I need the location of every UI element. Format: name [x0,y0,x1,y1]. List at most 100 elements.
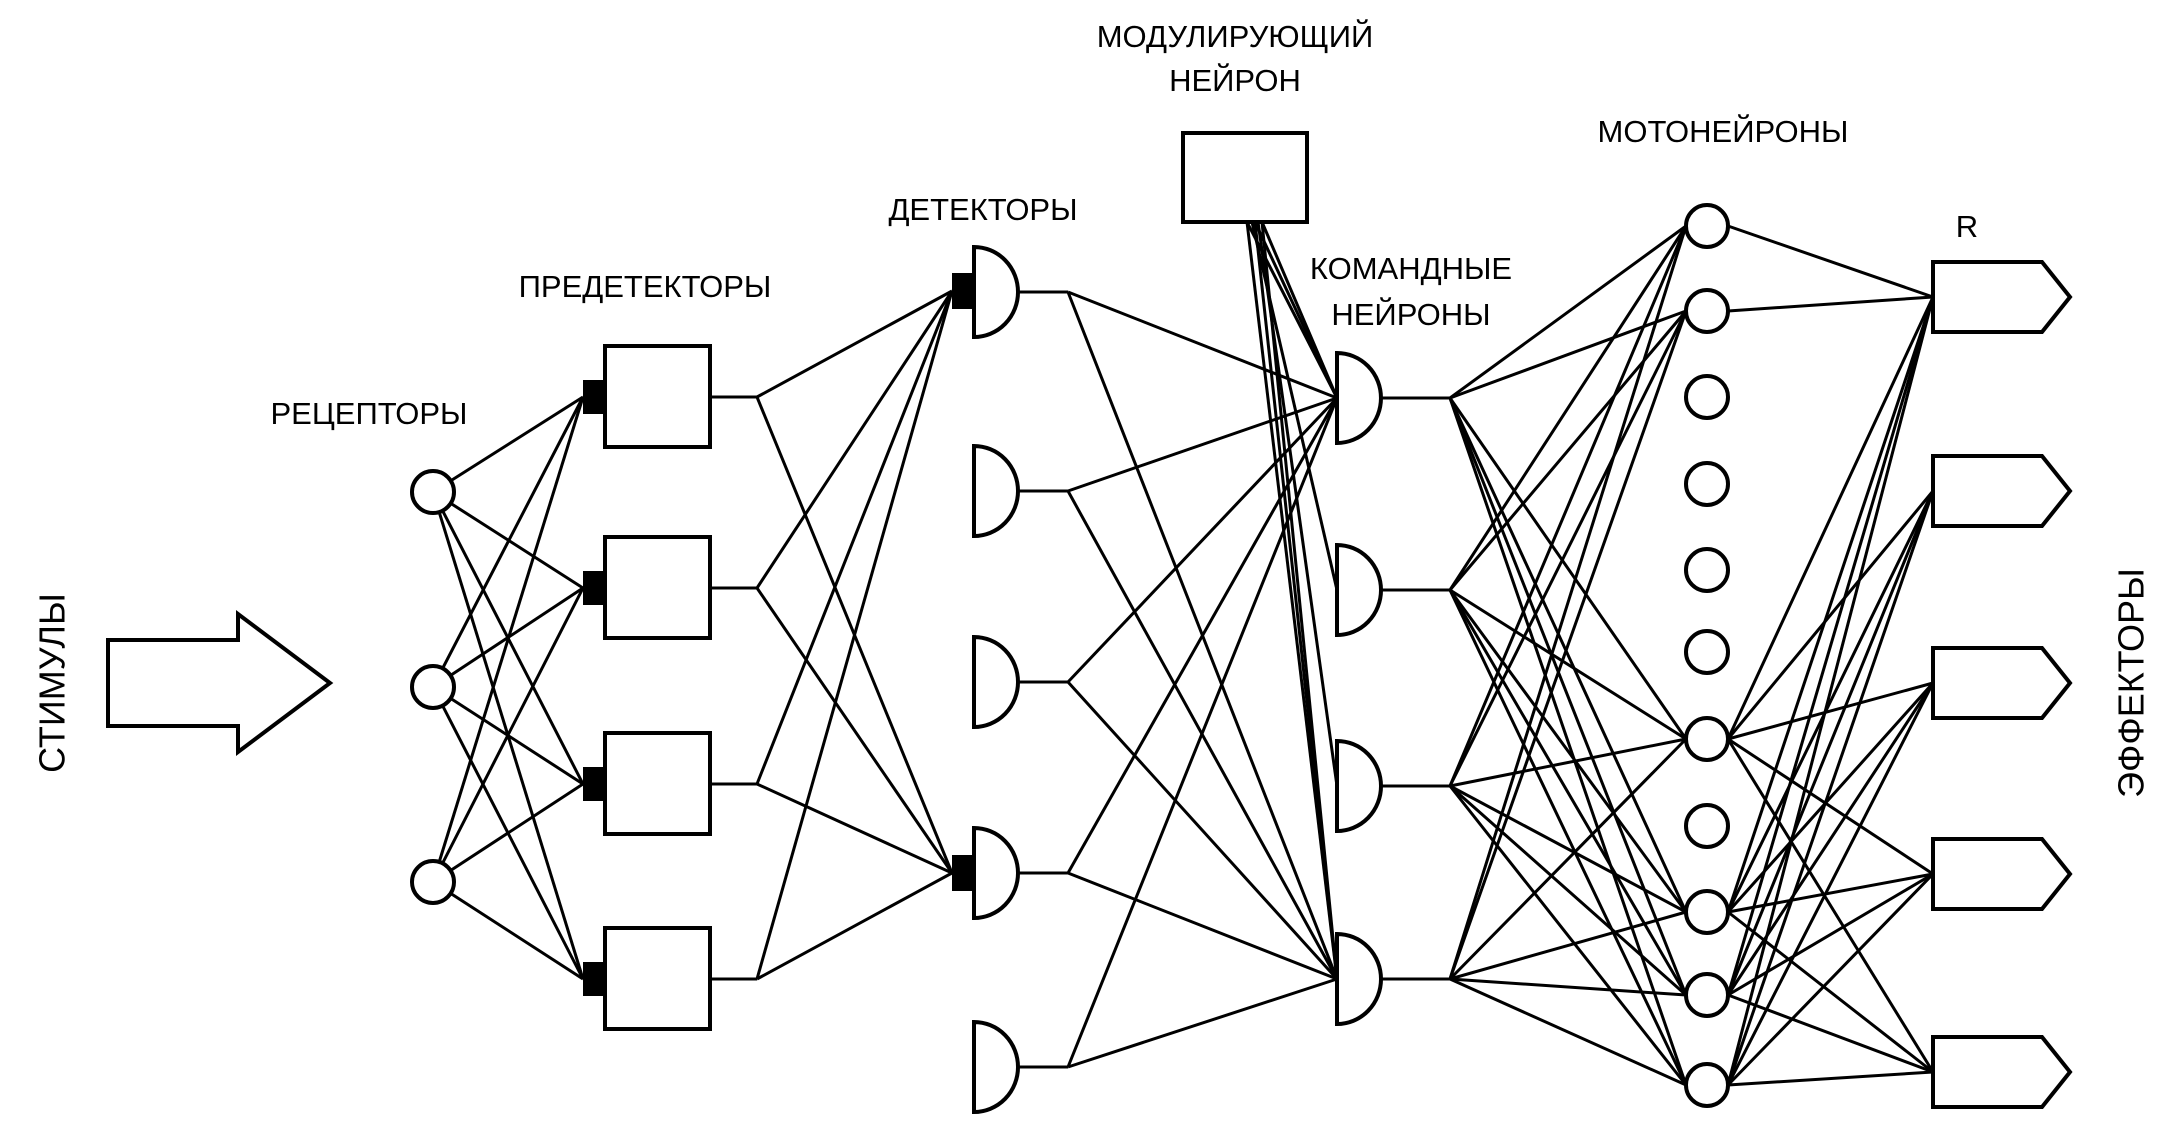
connection-line [1067,977,1338,1069]
connection-line [755,290,954,589]
connection-line [1726,681,1935,914]
connection-line [755,290,954,785]
modulating-neuron-label-line2: НЕЙРОН [1169,62,1301,98]
detectors-label: ДЕТЕКТОРЫ [888,192,1077,227]
command-neuron [1335,542,1383,638]
connection-line [1726,682,1935,996]
motoneuron [1684,972,1730,1018]
connection-line [1449,910,1687,981]
connection-line [1066,397,1339,874]
motoneuron [1684,374,1730,420]
effectors-label: ЭФФЕКТОРЫ [2111,568,2152,798]
connection-line [1449,784,1687,997]
effector [1931,454,2073,528]
connection-line [1067,396,1338,493]
connection-line [1448,310,1688,591]
connection-line [1727,737,1934,876]
command-neurons [1335,350,1383,1027]
connection-line [756,289,953,399]
motoneurons-label: МОТОНЕЙРОНЫ [1598,113,1849,149]
connection-line [1449,977,1687,997]
connection-line [1449,784,1687,914]
connection-line [1448,310,1688,787]
receptor [410,664,456,710]
connection-line [1448,397,1688,740]
connection-line [1448,589,1688,1086]
connection-line [1448,225,1688,980]
connection-line [1726,490,1935,913]
predetector [603,535,712,640]
motoneuron [1684,203,1730,249]
connection-line [1449,588,1687,741]
connection-line [432,782,584,884]
connection-line [1727,681,1934,741]
motoneuron [1684,889,1730,935]
synapse-marker [583,962,605,996]
connection-line [1448,589,1688,996]
synapse-marker [583,571,605,605]
motoneuron [1684,629,1730,675]
receptors [410,469,456,905]
connection-line [1260,221,1339,399]
connection-line [756,871,953,981]
detector [972,825,1020,921]
r-label: R [1956,209,1978,244]
connection-line [432,395,584,494]
connection-line [756,782,953,875]
detectors [952,244,1020,1115]
synapse-marker [583,380,605,414]
detector [972,443,1020,539]
connection-line [1066,397,1339,1068]
stimulus-arrow [106,610,334,756]
connection-line [755,290,954,980]
receptors-label: РЕЦЕПТОРЫ [270,396,467,431]
connection-line [1726,490,1935,996]
receptor [410,469,456,515]
effector [1931,646,2073,720]
predetector [603,344,712,449]
motoneuron [1684,547,1730,593]
detector [972,244,1020,340]
connection-line [1726,872,1935,1087]
connection-line [431,587,585,883]
modulating-neuron [1181,131,1309,224]
connection-line [1067,290,1338,400]
connection-line [1448,310,1688,980]
effector [1931,1035,2073,1109]
connection-line [1726,296,1935,1086]
connection-line [1726,296,1935,996]
connection-line [1449,737,1687,788]
connection-line [1726,490,1935,740]
predetector [603,731,712,836]
connection-line [431,396,585,883]
command-neurons-label-line1: КОМАНДНЫЕ [1310,251,1512,286]
connection-line [1066,396,1339,684]
command-neuron [1335,350,1383,446]
connection-line [1448,589,1688,913]
stimuli-label: СТИМУЛЫ [32,593,73,773]
connection-line [1449,224,1687,400]
connection-line [1727,295,1934,313]
detector [972,1019,1020,1115]
predetector [603,926,712,1031]
effectors [1931,260,2073,1109]
connection-line [432,880,584,981]
connection-line [1448,397,1688,996]
connections [431,221,1935,1087]
connection-line [1449,977,1687,1087]
connection-line [1726,296,1935,740]
connection-line [1448,225,1688,591]
detector [972,634,1020,730]
receptor [410,859,456,905]
modulating-neuron-label-line1: МОДУЛИРУЮЩИЙ [1097,18,1374,54]
command-neurons-label-line2: НЕЙРОНЫ [1331,296,1490,332]
synapse-marker [952,273,974,309]
connection-line [1067,871,1338,981]
predetectors [583,344,712,1031]
motoneuron [1684,461,1730,507]
connection-line [1727,910,1934,1074]
motoneuron [1684,716,1730,762]
connection-line [1448,397,1688,913]
connection-line [1448,785,1688,1086]
